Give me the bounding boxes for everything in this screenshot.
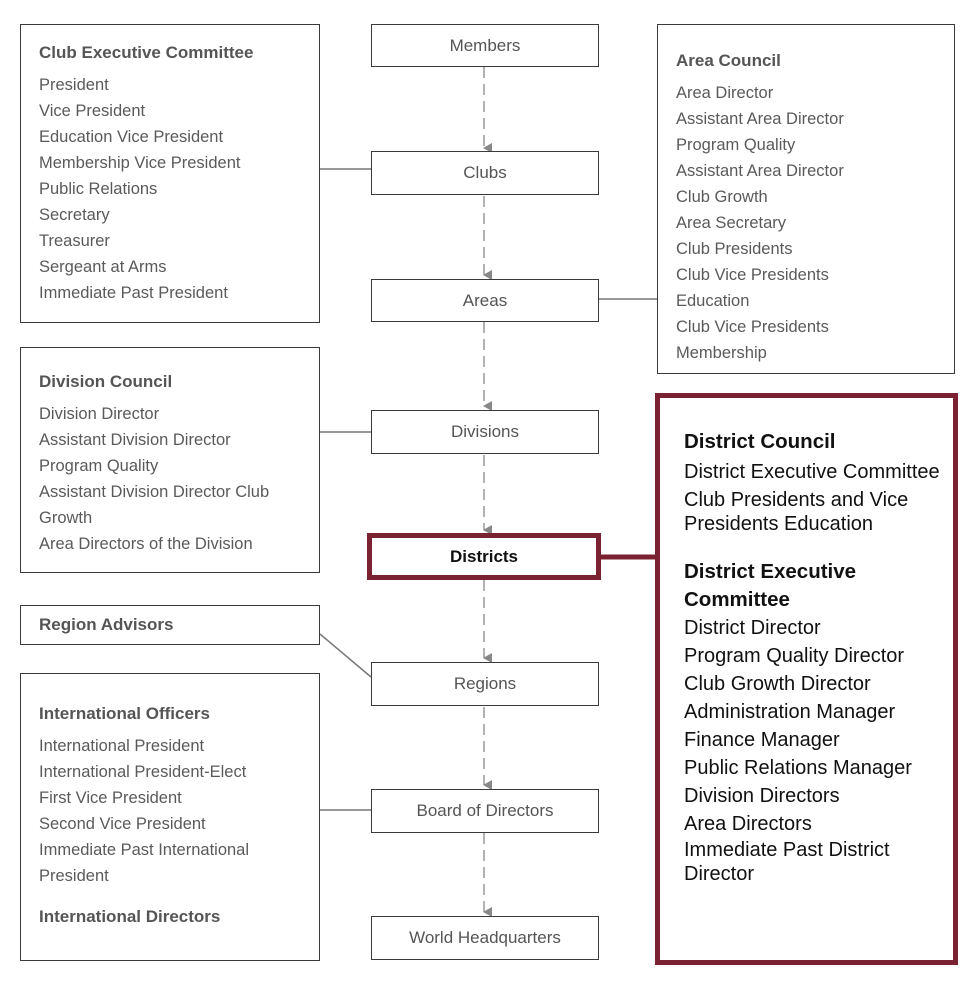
international-officers-title: International Officers bbox=[39, 704, 210, 723]
flow-districts: Districts bbox=[367, 533, 601, 580]
international-directors-title: International Directors bbox=[39, 907, 221, 926]
international-item: International President bbox=[39, 737, 205, 755]
area-council-item: Education bbox=[676, 292, 750, 310]
flow-regions: Regions bbox=[371, 662, 599, 706]
area-council-item: Area Secretary bbox=[676, 214, 787, 232]
area-council-item: Area Director bbox=[676, 84, 774, 102]
area-council-item: Membership bbox=[676, 344, 767, 362]
club-exec-item: Vice President bbox=[39, 102, 146, 120]
district-exec-item: Club Growth Director bbox=[684, 673, 871, 695]
area-council-item: Club Vice Presidents bbox=[676, 318, 829, 336]
district-exec-item: Finance Manager bbox=[684, 729, 840, 751]
flow-areas: Areas bbox=[371, 279, 599, 322]
club-exec-title: Club Executive Committee bbox=[39, 43, 254, 62]
division-council-box: Division Council Division Director Assis… bbox=[20, 347, 320, 573]
international-item: First Vice President bbox=[39, 789, 182, 807]
club-exec-item: President bbox=[39, 76, 109, 94]
area-council-item: Program Quality bbox=[676, 136, 796, 154]
division-council-item: Growth bbox=[39, 509, 93, 527]
club-exec-item: Immediate Past President bbox=[39, 284, 228, 302]
area-council-title: Area Council bbox=[676, 51, 781, 70]
district-exec-item: Area Directors bbox=[684, 813, 812, 835]
district-council-item: Club Presidents and Vice Presidents Educ… bbox=[684, 489, 909, 535]
area-council-box: Area Council Area Director Assistant Are… bbox=[657, 24, 955, 374]
division-council-title: Division Council bbox=[39, 372, 173, 391]
district-council-item: District Executive Committee bbox=[684, 461, 940, 483]
district-exec-item: Administration Manager bbox=[684, 701, 896, 723]
flow-clubs: Clubs bbox=[371, 151, 599, 195]
club-exec-item: Education Vice President bbox=[39, 128, 224, 146]
flow-divisions: Divisions bbox=[371, 410, 599, 454]
international-item: President bbox=[39, 867, 109, 885]
district-exec-item: Immediate Past District Director bbox=[684, 839, 890, 885]
division-council-item: Area Directors of the Division bbox=[39, 535, 253, 553]
division-council-item: Assistant Division Director bbox=[39, 431, 231, 449]
international-item: Immediate Past International bbox=[39, 841, 250, 859]
flow-members: Members bbox=[371, 24, 599, 67]
district-council-box: District Council District Executive Comm… bbox=[655, 393, 958, 965]
club-executive-committee-box: Club Executive Committee President Vice … bbox=[20, 24, 320, 323]
flow-board: Board of Directors bbox=[371, 789, 599, 833]
district-exec-item: Public Relations Manager bbox=[684, 757, 912, 779]
club-exec-item: Public Relations bbox=[39, 180, 158, 198]
district-council-title: District Council bbox=[684, 430, 836, 453]
region-advisors-title: Region Advisors bbox=[39, 615, 174, 634]
international-box: International Officers International Pre… bbox=[20, 673, 320, 961]
district-exec-item: District Director bbox=[684, 617, 821, 639]
club-exec-item: Secretary bbox=[39, 206, 110, 224]
area-council-item: Club Presidents bbox=[676, 240, 793, 258]
district-exec-item: Division Directors bbox=[684, 785, 840, 807]
club-exec-item: Sergeant at Arms bbox=[39, 258, 167, 276]
club-exec-item: Treasurer bbox=[39, 232, 110, 250]
area-council-item: Assistant Area Director bbox=[676, 162, 844, 180]
district-exec-item: Program Quality Director bbox=[684, 645, 905, 667]
division-council-item: Program Quality bbox=[39, 457, 159, 475]
area-council-item: Club Vice Presidents bbox=[676, 266, 829, 284]
division-council-item: Division Director bbox=[39, 405, 160, 423]
area-council-item: Club Growth bbox=[676, 188, 768, 206]
link-region-advisors bbox=[319, 633, 372, 678]
region-advisors-box: Region Advisors bbox=[20, 605, 320, 645]
area-council-item: Assistant Area Director bbox=[676, 110, 844, 128]
district-exec-title: District Executive Committee bbox=[684, 560, 857, 611]
division-council-item: Assistant Division Director Club bbox=[39, 483, 270, 501]
international-item: Second Vice President bbox=[39, 815, 206, 833]
club-exec-item: Membership Vice President bbox=[39, 154, 241, 172]
international-item: International President-Elect bbox=[39, 763, 247, 781]
flow-world-hq: World Headquarters bbox=[371, 916, 599, 960]
